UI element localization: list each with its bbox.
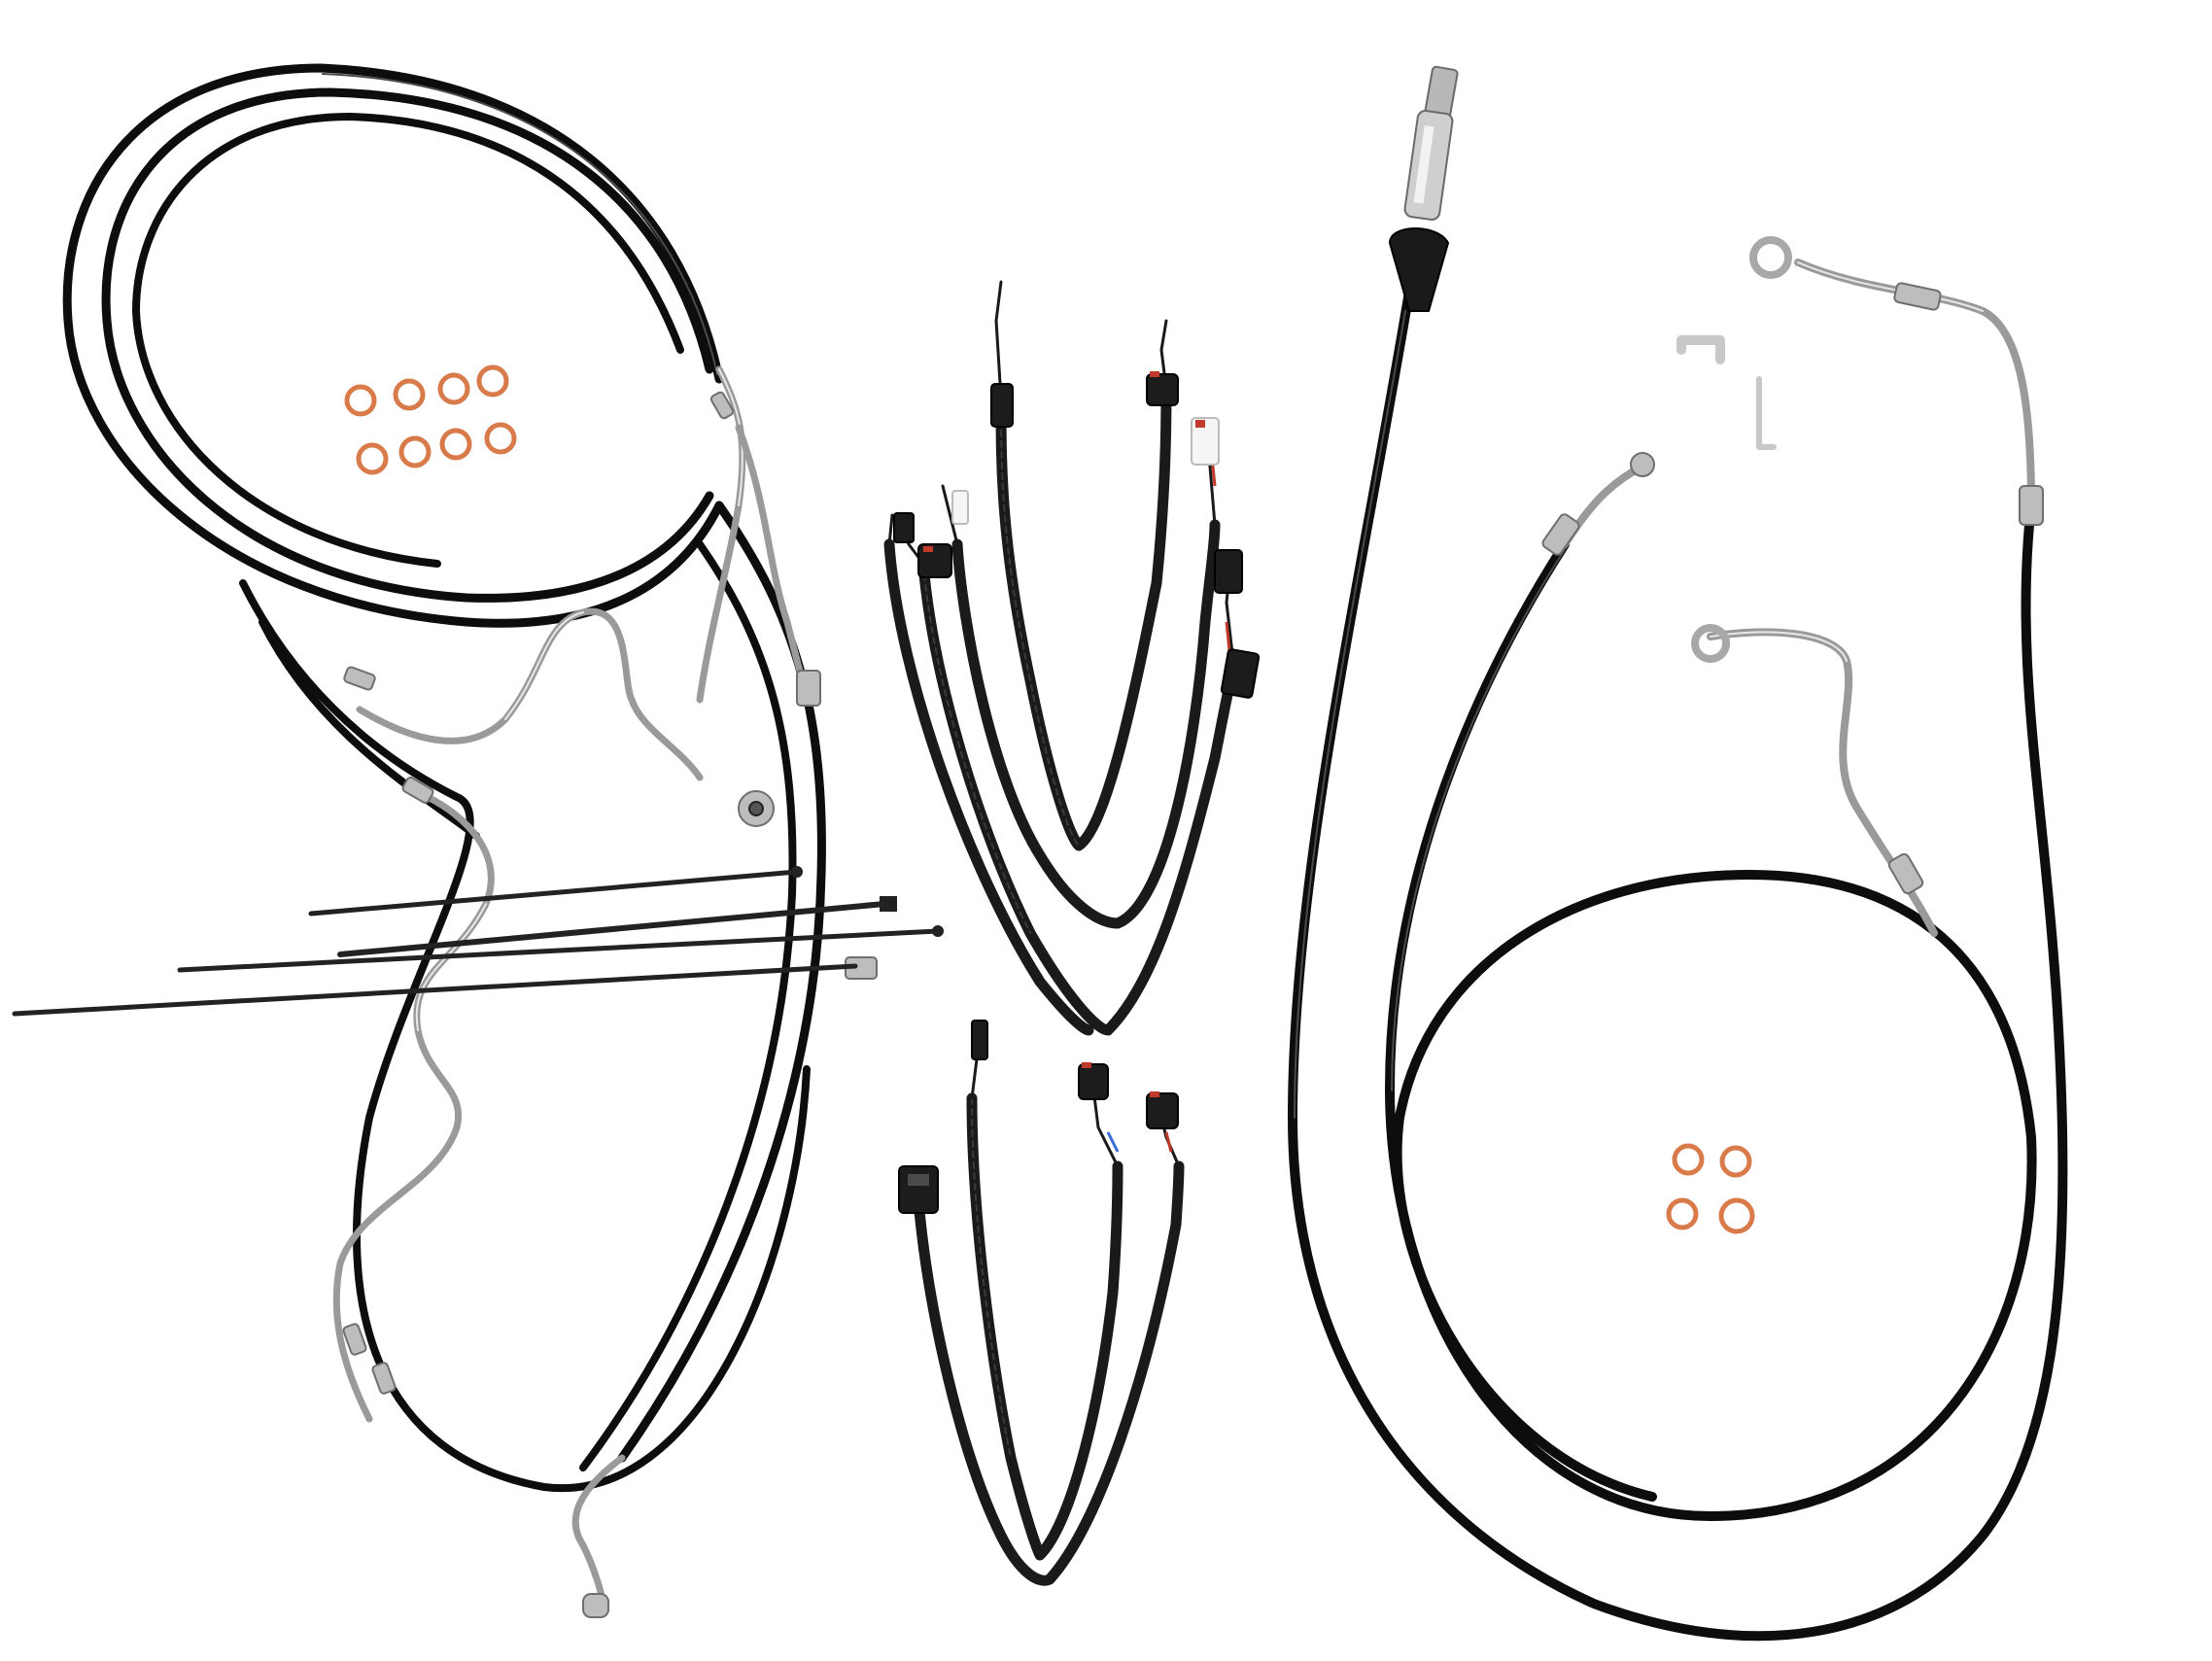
copper-washer-icon — [1719, 1145, 1752, 1178]
small-brackets — [1676, 335, 1777, 450]
connector-plug-icon — [1078, 1063, 1109, 1100]
connector-plug-icon — [1220, 648, 1261, 699]
copper-washer-icon — [1666, 1197, 1699, 1230]
connector-plug-icon — [1146, 373, 1179, 406]
bracket-clip-icon — [1756, 376, 1777, 450]
copper-washer-icon — [398, 435, 432, 468]
copper-washer-icon — [1672, 1143, 1705, 1176]
left-fittings — [342, 391, 878, 1618]
throttle-cable — [1288, 65, 2068, 1642]
zip-tie-icon — [12, 963, 858, 1017]
connector-plug-icon — [1214, 549, 1243, 594]
zip-tie-icon — [177, 928, 941, 973]
connector-plug-icon — [971, 1020, 988, 1060]
connector-plug-icon — [990, 383, 1014, 428]
copper-washer-icon — [439, 428, 472, 461]
end-fitting-icon — [582, 1593, 609, 1618]
washer-group-left — [344, 364, 517, 475]
upper-wiring-harness — [883, 280, 1240, 1036]
connector-plug-icon — [951, 490, 969, 525]
copper-washer-icon — [356, 442, 389, 475]
connector-plug-icon — [917, 543, 952, 578]
bracket-clip-icon — [1676, 335, 1725, 364]
copper-washer-icon — [393, 378, 426, 411]
zip-tie-icon — [337, 901, 887, 957]
banjo-eye-icon — [1691, 624, 1730, 663]
copper-washer-icon — [1718, 1197, 1755, 1234]
right-hydraulic-lines — [1385, 236, 2044, 1521]
copper-washer-icon — [344, 384, 377, 417]
washer-group-right — [1666, 1143, 1755, 1234]
copper-washer-icon — [484, 422, 517, 455]
copper-washer-icon — [476, 364, 509, 398]
left-chrome-hardlines — [332, 365, 811, 1608]
connector-plug-icon — [893, 512, 915, 543]
connector-plug-icon — [898, 1165, 939, 1214]
banjo-eye-icon — [1749, 236, 1792, 279]
copper-washer-icon — [437, 372, 470, 405]
cable-ferrule-icon — [1388, 227, 1450, 312]
banjo-fitting-icon — [796, 670, 821, 707]
lower-harness-connectors — [898, 1020, 1179, 1214]
zip-ties — [12, 866, 944, 1017]
lower-wiring-harness — [913, 1028, 1185, 1586]
zip-tie-icon — [308, 869, 800, 917]
upper-harness-connectors — [893, 371, 1261, 699]
end-fitting-icon — [1630, 452, 1655, 477]
connector-plug-icon — [1146, 1092, 1179, 1129]
left-cable-coil — [62, 63, 826, 1493]
connector-plug-icon — [1191, 417, 1220, 466]
